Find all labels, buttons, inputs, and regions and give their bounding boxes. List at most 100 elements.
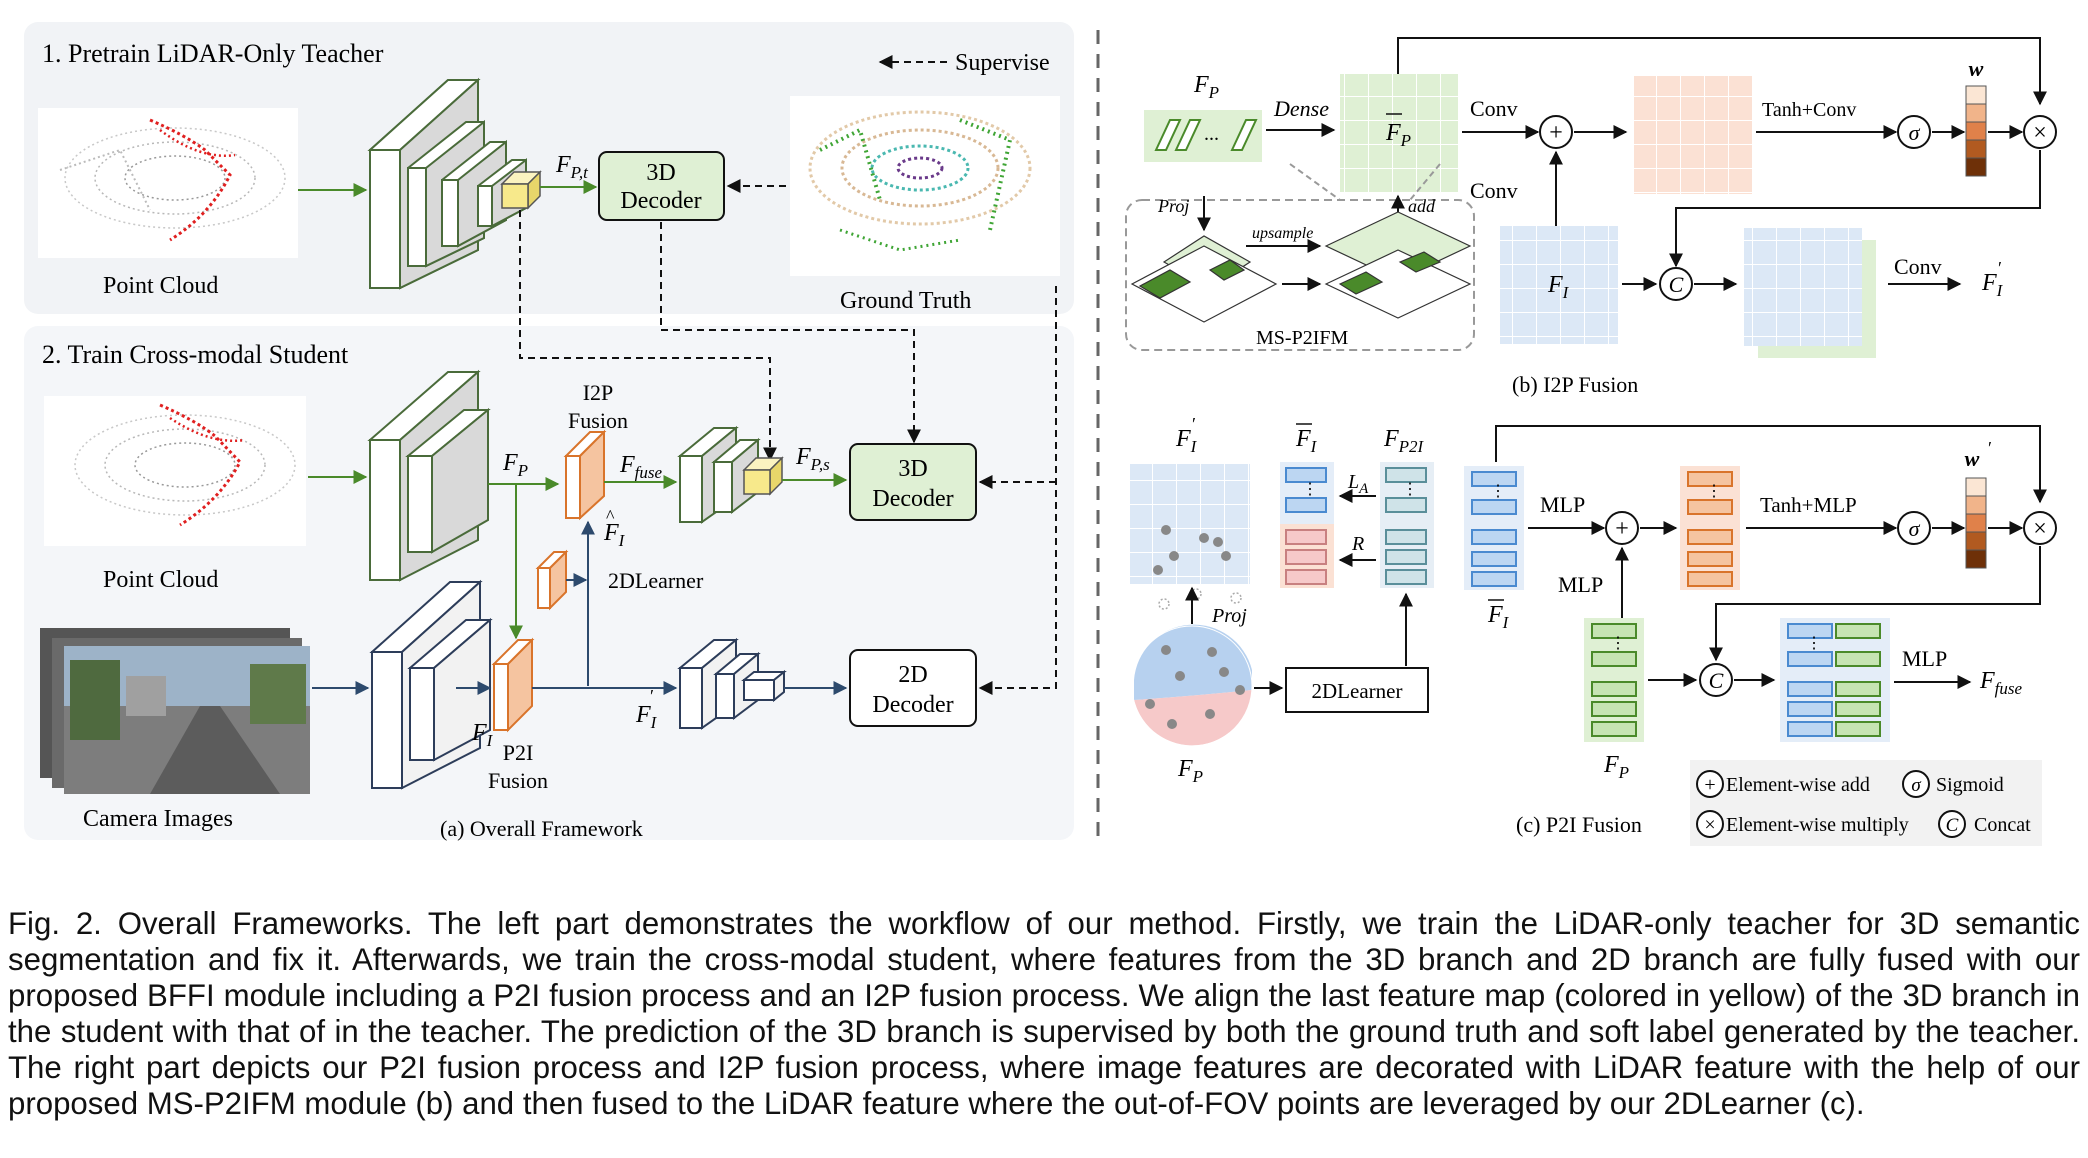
student-2d-decoder: [849, 649, 977, 727]
msp2ifm-zoom-line-left: [1289, 163, 1341, 201]
p2i-sigmoid-symbol: σ: [1909, 516, 1921, 541]
p2i-fi-prime-mark: ′: [1192, 414, 1196, 434]
p2i-tanh-mlp-label: Tanh+MLP: [1760, 493, 1857, 517]
decoder2d-line2: Decoder: [872, 692, 953, 718]
i2p-concat-symbol: C: [1669, 272, 1684, 297]
i2p-multiply-to-concat: [1669, 207, 1683, 268]
student-decoder-line1: 3D: [898, 456, 927, 482]
p2i-fibar-ellipsis: ⋮: [1302, 481, 1318, 498]
student-decoder-line2: Decoder: [872, 486, 953, 512]
legend-concat-icon: [1938, 810, 1966, 838]
legend-add-label: Element-wise add: [1726, 774, 1870, 796]
p2i-add-symbol: +: [1615, 516, 1629, 542]
learner2d-block: [535, 549, 569, 611]
fi-hat-accent: ^: [606, 506, 615, 526]
student-yellow-feature: [742, 456, 784, 496]
legend-multiply-label: Element-wise multiply: [1726, 814, 1909, 836]
fi-label: FI: [471, 720, 494, 750]
teacher-yellow-feature: [500, 170, 542, 210]
legend-multiply-icon: [1696, 810, 1724, 838]
p2i-w-prime-label: w: [1965, 446, 1980, 471]
i2p-w-label: w: [1969, 56, 1984, 81]
fpt-label: FP,t: [555, 152, 589, 182]
stage2-title: 2. Train Cross-modal Student: [42, 340, 349, 369]
supervise-legend-label: Supervise: [955, 50, 1050, 76]
legend-multiply-symbol: ×: [1704, 814, 1715, 836]
p2i-image-gridlines: [1130, 464, 1250, 584]
msp2ifm-label: MS-P2IFM: [1256, 327, 1348, 349]
soft-label-arrow: [660, 222, 921, 444]
p2i-fibar2-ellipsis: ⋮: [1490, 483, 1506, 500]
p2i-concat-symbol: C: [1709, 668, 1724, 693]
p2i-fp-bottom-tubes: [1591, 623, 1637, 737]
i2p-subcaption: (b) I2P Fusion: [1512, 372, 1638, 397]
teacher-decoder-line1: 3D: [646, 160, 675, 186]
i2p-multiply-symbol: ×: [2033, 120, 2047, 146]
i2p-fusion-block: [563, 429, 607, 521]
p2i-fi-prime-label: FI: [1175, 426, 1198, 456]
stage1-title: 1. Pretrain LiDAR-Only Teacher: [42, 39, 384, 68]
p2i-mlp-mid-label: MLP: [1558, 572, 1603, 597]
left-subcaption: (a) Overall Framework: [440, 816, 643, 841]
p2i-fusion-label-line1: P2I: [503, 740, 534, 765]
i2p-upsample-label: upsample: [1252, 225, 1313, 242]
p2i-skip-arrow: [1495, 425, 2047, 504]
fi-hat-label: FI: [603, 520, 626, 550]
p2i-concat-blue-tubes: [1787, 623, 1833, 737]
i2p-tanh-conv-label: Tanh+Conv: [1762, 99, 1856, 121]
p2i-weight-bar: [1965, 477, 1987, 569]
p2i-fp-label: FP: [1177, 756, 1203, 786]
p2i-w-prime-mark: ′: [1988, 438, 1992, 458]
fi-prime-label: FI: [635, 702, 658, 732]
legend-concat-label: Concat: [1974, 814, 2031, 836]
i2p-voxel-tubes: [1154, 119, 1258, 151]
p2i-r-label: R: [1351, 533, 1364, 555]
fp-label: FP: [502, 450, 528, 480]
p2i-concat-ellipsis: ⋮: [1806, 635, 1822, 652]
gt-supervise-2d-arrow: [978, 286, 1057, 695]
p2i-point-cloud-disk: [1131, 624, 1253, 747]
i2p-sigmoid-symbol: σ: [1909, 120, 1921, 145]
msp2ifm-small-grid: [1130, 235, 1278, 323]
teacher-decoder-line2: Decoder: [620, 188, 701, 214]
p2i-add-icon: [1605, 511, 1639, 545]
figure-caption: Fig. 2. Overall Frameworks. The left par…: [8, 906, 2080, 1121]
p2i-out-of-fov-points: [1158, 588, 1242, 610]
p2i-fusion-label-line2: Fusion: [488, 768, 548, 793]
learner2d-label: 2DLearner: [608, 568, 704, 593]
p2i-fp-bottom-ellipsis: ⋮: [1610, 635, 1626, 652]
fps-label: FP,s: [795, 444, 830, 474]
p2i-legend-box: [1690, 760, 2042, 846]
legend-sigmoid-symbol: σ: [1911, 775, 1921, 796]
legend-concat-symbol: C: [1946, 815, 1959, 836]
i2p-add-icon: [1539, 115, 1573, 149]
p2i-fibar2-label: FI: [1487, 602, 1510, 632]
student-2d-decoder-stack: [677, 637, 787, 730]
p2i-proj-label: Proj: [1211, 605, 1247, 627]
camera-images: [40, 628, 310, 794]
student-2d-encoder: [369, 579, 493, 790]
p2i-mlp-top-label: MLP: [1540, 492, 1585, 517]
p2i-fibar-pink-tubes: [1285, 529, 1327, 585]
i2p-voxel-ellipsis: ...: [1204, 123, 1219, 145]
p2i-multiply-to-concat: [1709, 546, 2041, 662]
i2p-fi-prime-mark: ′: [1998, 258, 2002, 278]
framework-figure: 1. Pretrain LiDAR-Only Teacher Supervise…: [24, 22, 2057, 846]
teacher-3d-decoder: [598, 151, 725, 221]
p2i-fp2i-ellipsis: ⋮: [1402, 481, 1418, 498]
i2p-fi-prime-label: FI: [1981, 270, 2004, 300]
i2p-fi-gridlines: [1500, 226, 1618, 344]
camera-images-label: Camera Images: [83, 806, 233, 832]
p2i-projected-points: [1153, 525, 1231, 575]
legend-sigmoid-label: Sigmoid: [1936, 774, 2004, 796]
student-point-cloud-label: Point Cloud: [103, 567, 218, 593]
msp2ifm-zoom-line-right: [1409, 163, 1441, 201]
i2p-concat-icon: [1659, 267, 1693, 301]
teacher-point-cloud-label: Point Cloud: [103, 273, 218, 299]
i2p-fpbar-label: FP: [1385, 120, 1411, 150]
i2p-dense-label: Dense: [1273, 96, 1329, 121]
i2p-fpbar-gridlines: [1340, 74, 1458, 192]
i2p-conv-mid-label: Conv: [1470, 178, 1518, 203]
i2p-concat-front-gridlines: [1744, 228, 1862, 346]
decoder2d-line1: 2D: [898, 662, 927, 688]
